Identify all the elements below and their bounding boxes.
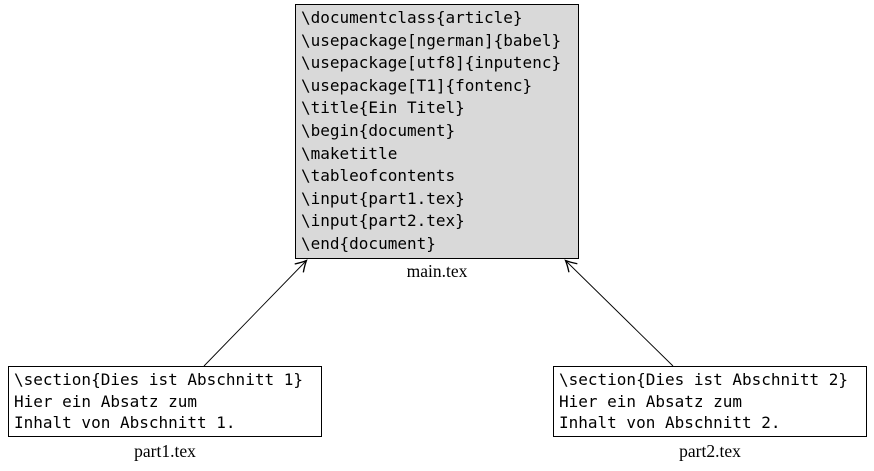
code-line: \documentclass{article} [301, 8, 523, 27]
node-label-part2-tex: part2.tex [679, 441, 741, 461]
code-line: \section{Dies ist Abschnitt 2} [559, 370, 848, 389]
edge-part1-to-main [203, 259, 308, 367]
edge-part2-to-main [564, 259, 674, 367]
node-part1-tex: \section{Dies ist Abschnitt 1} Hier ein … [8, 366, 322, 437]
code-line: Inhalt von Abschnitt 2. [559, 413, 781, 433]
code-line: \usepackage[utf8]{inputenc} [301, 53, 562, 73]
code-line: \section{Dies ist Abschnitt 1} [14, 370, 303, 389]
code-line: Hier ein Absatz zum [14, 391, 198, 411]
code-line: \begin{document} [301, 120, 456, 140]
code-line: \usepackage[ngerman]{babel} [301, 30, 562, 50]
code-line: \title{Ein Titel} [301, 98, 465, 118]
node-main-tex: \documentclass{article} \usepackage[nger… [295, 4, 579, 259]
code-line: \input{part1.tex} [301, 188, 465, 208]
node-label-main-tex: main.tex [406, 261, 468, 281]
node-label-part1-tex: part1.tex [134, 441, 196, 461]
code-line: Hier ein Absatz zum [559, 391, 743, 411]
code-line: \tableofcontents [301, 166, 456, 186]
code-line: Inhalt von Abschnitt 1. [14, 413, 236, 433]
code-line: \input{part2.tex} [301, 211, 465, 231]
code-line: \maketitle [301, 143, 398, 163]
code-line: \end{document} [301, 233, 436, 253]
node-part2-tex: \section{Dies ist Abschnitt 2} Hier ein … [553, 366, 867, 437]
code-line: \usepackage[T1]{fontenc} [301, 75, 533, 95]
